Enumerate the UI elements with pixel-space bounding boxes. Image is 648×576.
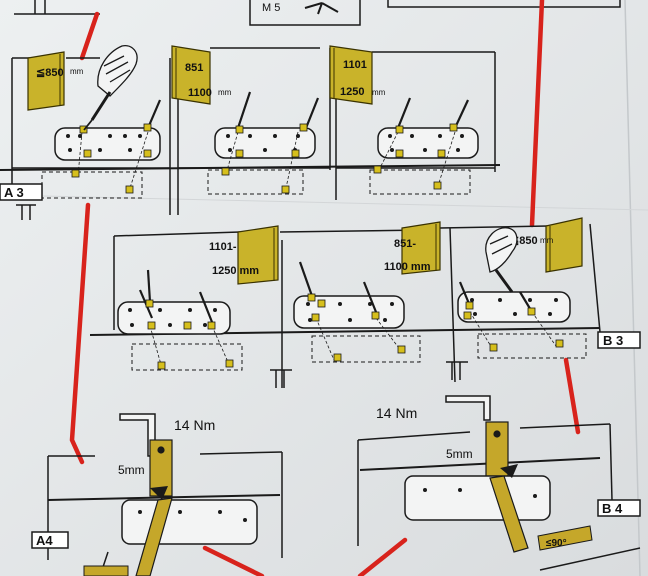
door-leaf-icon [545,217,583,273]
row3-baseline [47,494,281,501]
screw-icon [138,261,533,323]
door-leaf-icon [401,221,441,275]
red-guide-lines [69,0,581,576]
m5-label: M 5 [262,2,280,14]
torque-label: 14 Nm [174,417,215,433]
mounting-plates [131,333,587,371]
door-width-max: 1250 mm [212,265,259,277]
door-width-min: 851 [185,62,203,74]
row1-baseline [0,164,501,171]
screw-guide-lines [77,131,456,189]
door-leaf-icon [237,225,279,285]
closer-holes [66,134,464,152]
torque-label: 14 Nm [376,405,417,421]
angle-tag: ≤90° [537,525,593,551]
door-closer-icon [54,127,479,161]
screwdriver-icon [494,269,514,293]
door-leaf-icon [27,51,65,111]
hex-key-m5-icon [304,2,339,15]
paper-fold [624,0,641,576]
door-width-unit: mm [372,88,386,97]
step-label-a4: A4 [31,531,69,549]
screw-guide-lines [149,311,557,369]
key-size-label: 5mm [446,447,473,461]
screw-markers [71,123,458,194]
door-leaf-icon [171,45,211,105]
allen-key-icon [149,421,509,497]
row1-wall-base [16,204,36,220]
door-width-unit: mm [70,67,84,76]
screw-markers [145,293,564,370]
closer-holes [138,488,537,522]
row3-baseline [359,457,601,471]
door-width-max: 1100 [188,87,212,99]
closer-holes [128,298,558,327]
door-width-unit: mm [540,236,554,245]
paper-fold [0,194,648,211]
bottom-tag [83,565,129,576]
row2-wall-base [270,361,468,388]
svg-text:A4: A4 [36,533,53,548]
door-width-max: 1100 mm [384,261,431,273]
screw-icon [146,91,469,129]
screwdriver-icon [83,91,112,131]
step-label-a3: A 3 [0,183,43,201]
step-label-b4: B 4 [597,499,641,517]
door-width-min: 1101- [209,241,237,253]
hand-icon [485,227,518,273]
svg-text:A 3: A 3 [4,185,24,200]
door-width-min: 851- [394,238,416,250]
door-width-unit: mm [218,88,232,97]
row2-frames [113,223,601,388]
top-strip [14,0,621,26]
door-width-min: 1101 [343,59,367,71]
hand-icon [97,45,138,97]
closer-arm [135,475,529,576]
door-width-label: ≦850 [36,67,64,79]
key-size-label: 5mm [118,463,145,477]
svg-text:B 3: B 3 [603,333,623,348]
arrow-icon [150,464,518,500]
row3-frames [47,423,613,560]
svg-text:≤90°: ≤90° [546,538,567,549]
svg-text:B 4: B 4 [602,501,623,516]
step-label-b3: B 3 [597,331,641,349]
door-leaf-icon [329,45,373,105]
door-width-max: 1250 [340,86,364,98]
